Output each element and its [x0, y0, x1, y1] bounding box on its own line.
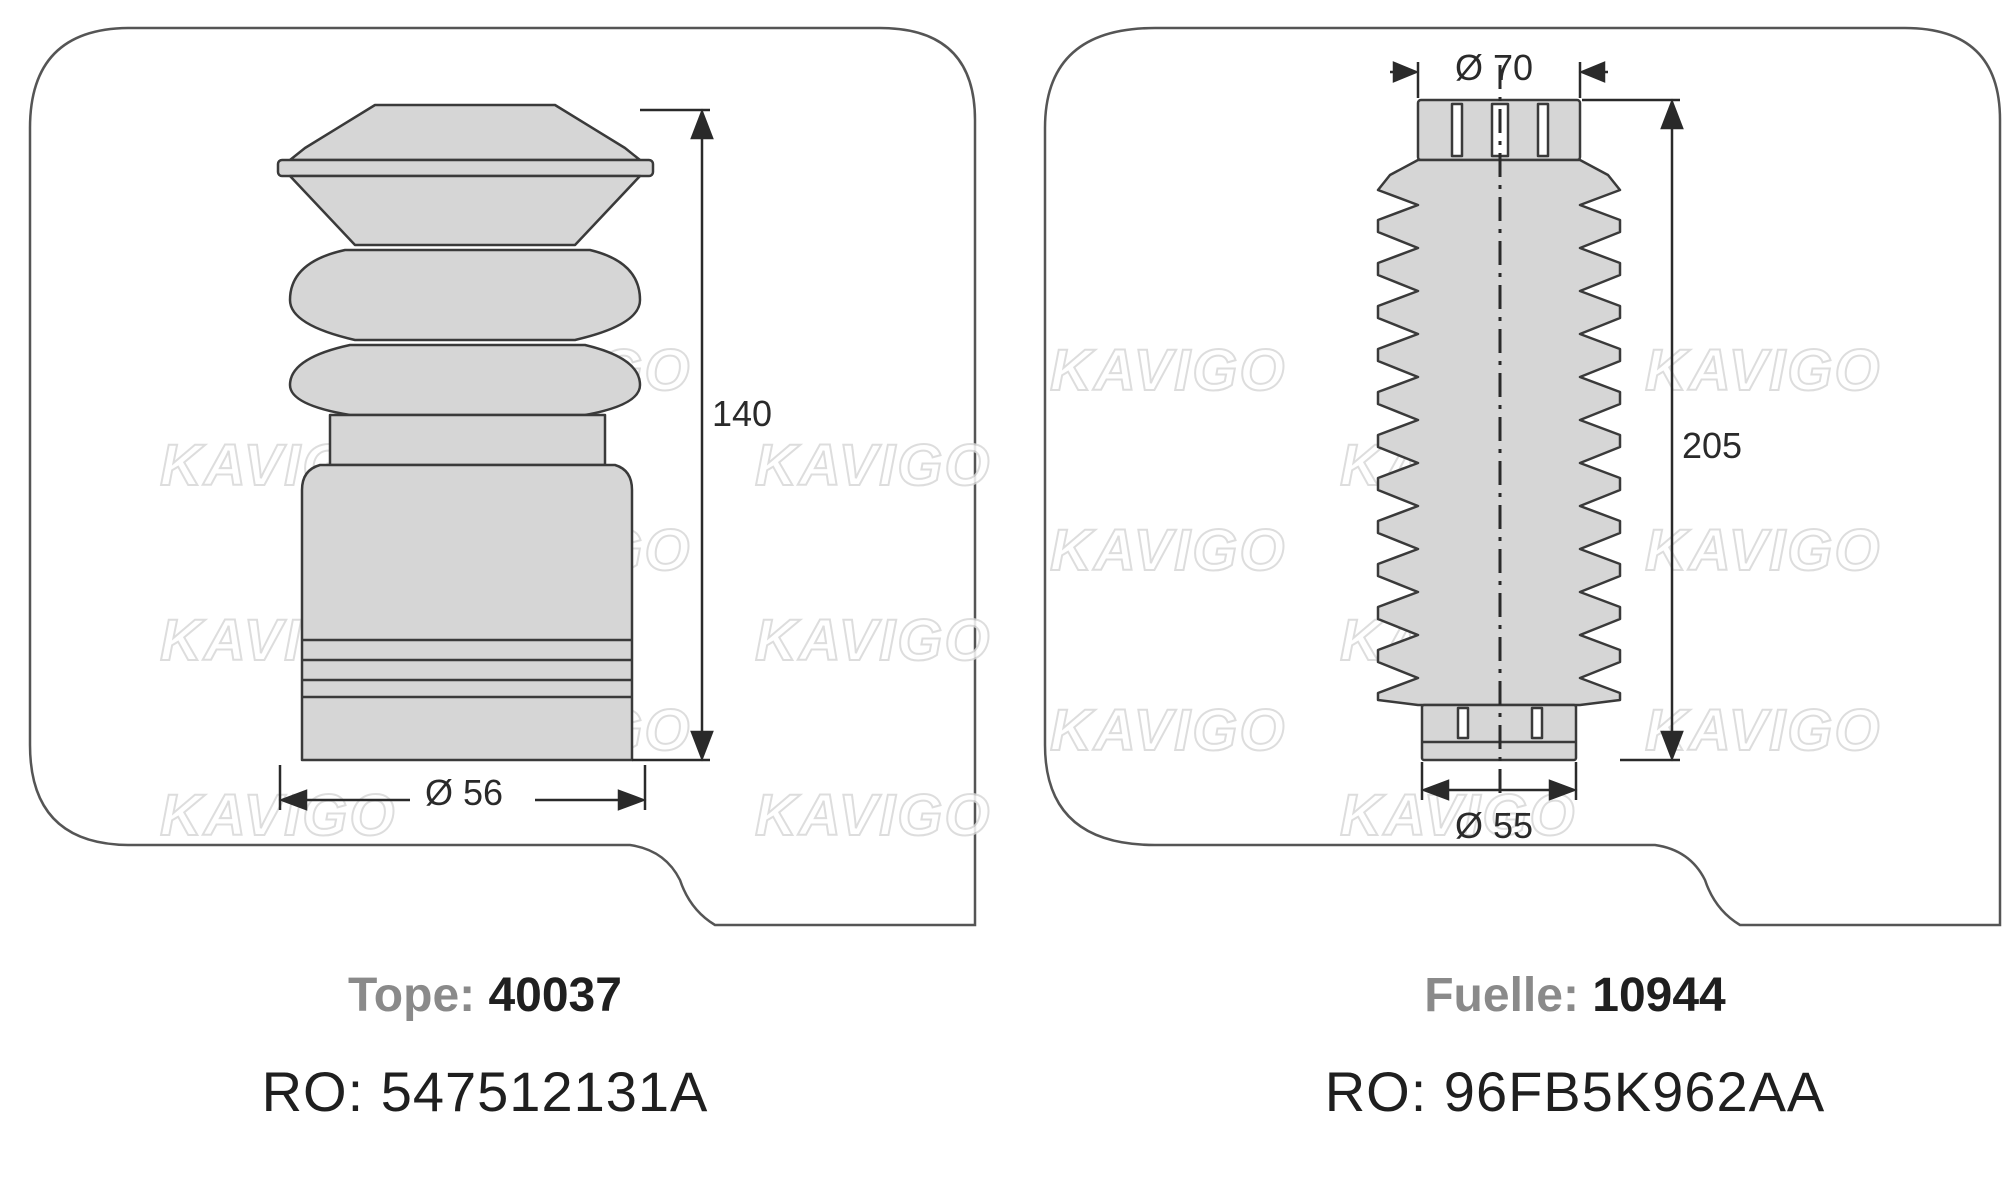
- left-diameter-label: Ø 56: [425, 772, 503, 813]
- right-part-code: 10944: [1592, 969, 1726, 1022]
- left-part-title: Tope: 40037: [210, 968, 760, 1023]
- height-arrow-bottom: [1660, 730, 1684, 762]
- diameter-arrow-right: [617, 789, 647, 811]
- bump-stop-ring-upper: [288, 248, 642, 342]
- top-diameter-arrow-right: [1578, 61, 1606, 83]
- bottom-diameter-arrow-left: [1420, 779, 1450, 801]
- watermark-text: KAVIGO: [1050, 698, 1287, 763]
- watermark-text: KAVIGO: [160, 783, 397, 848]
- diameter-arrow-left: [278, 789, 308, 811]
- left-dimensions: [278, 108, 714, 811]
- right-height-label: 205: [1682, 425, 1742, 466]
- bump-stop-flange: [276, 158, 655, 178]
- left-height-label: 140: [712, 393, 772, 434]
- right-dimensions: [1390, 61, 1684, 801]
- height-arrow-bottom: [690, 730, 714, 762]
- left-part-type: Tope:: [348, 969, 476, 1022]
- top-diameter-arrow-left: [1392, 61, 1420, 83]
- right-part-ro: RO: 96FB5K962AA: [1324, 1060, 1826, 1123]
- watermark-text: KAVIGO: [1340, 783, 1577, 848]
- height-arrow-top: [1660, 98, 1684, 130]
- right-top-diameter-label: Ø 70: [1455, 47, 1533, 88]
- left-part-code: 40037: [488, 969, 622, 1022]
- right-bottom-diameter-label: Ø 55: [1455, 805, 1533, 846]
- watermark-text: KAVIGO: [755, 608, 992, 673]
- watermark-text: KAVIGO: [1645, 518, 1882, 583]
- watermark-text: KAVIGO: [1050, 518, 1287, 583]
- watermark-text: KAVIGO: [1645, 338, 1882, 403]
- bump-stop-taper: [288, 174, 642, 247]
- right-caption: Fuelle: 10944 RO: 96FB5K962AA: [1255, 968, 1895, 1124]
- bottom-diameter-arrow-right: [1548, 779, 1578, 801]
- bellows-slot: [1536, 102, 1550, 158]
- right-part-type: Fuelle:: [1424, 969, 1579, 1022]
- right-part-title: Fuelle: 10944: [1255, 968, 1895, 1023]
- bellows-slot: [1530, 706, 1544, 740]
- watermark-text: KAVIGO: [1645, 698, 1882, 763]
- bump-stop-ring-lower: [288, 343, 642, 417]
- bellows-slot: [1456, 706, 1470, 740]
- bump-stop-neck: [328, 413, 607, 467]
- watermark-text: KAVIGO: [755, 433, 992, 498]
- bellows-slot: [1450, 102, 1464, 158]
- height-arrow-top: [690, 108, 714, 140]
- bump-stop-body: [300, 463, 634, 762]
- watermark-text: KAVIGO: [755, 783, 992, 848]
- left-part-ro: RO: 547512131A: [261, 1060, 709, 1123]
- watermark-text: KAVIGO: [1050, 338, 1287, 403]
- left-caption: Tope: 40037 RO: 547512131A: [210, 968, 760, 1124]
- bump-stop-drawing: [276, 103, 655, 762]
